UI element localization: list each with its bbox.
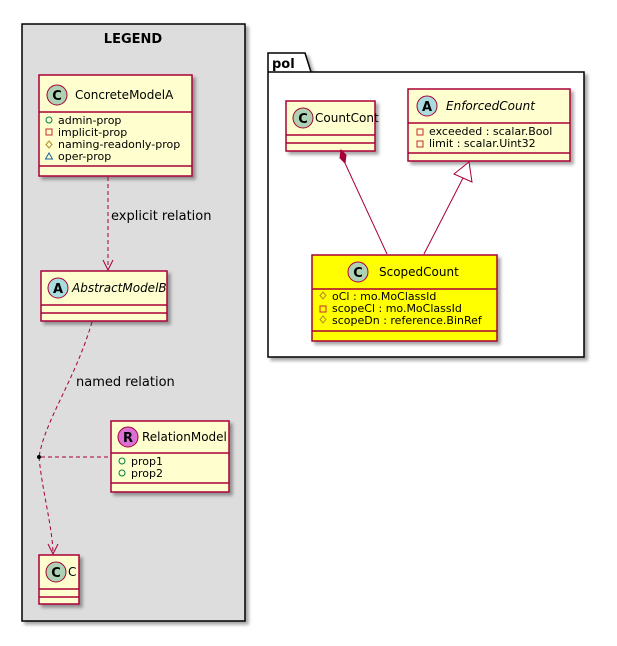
class-c-icon-letter: C <box>52 89 62 104</box>
attribute: oper-prop <box>58 150 111 163</box>
class-c-icon <box>46 84 68 106</box>
composition-diamond-icon <box>339 148 347 165</box>
package-triangle-icon <box>44 152 54 160</box>
edge-named-relation: named relation <box>37 321 175 556</box>
class-c-icon <box>45 561 67 583</box>
attribute: naming-readonly-prop <box>58 138 180 151</box>
class-name: ConcreteModelA <box>75 88 174 102</box>
class-name: ScopedCount <box>379 265 459 279</box>
class-name: RelationModel <box>142 430 227 444</box>
attribute: oCl : mo.MoClassId <box>332 290 436 303</box>
class-c[interactable]: C C <box>38 554 80 605</box>
attribute: admin-prop <box>58 114 121 127</box>
public-circle-icon <box>45 116 53 124</box>
class-name: AbstractModelB <box>71 281 167 295</box>
private-square-icon <box>319 305 327 313</box>
attribute: scopeDn : reference.BinRef <box>332 314 483 327</box>
protected-diamond-icon <box>45 140 53 149</box>
protected-diamond-icon <box>319 291 327 300</box>
private-square-icon <box>416 128 424 136</box>
class-count-cont[interactable]: C CountCont <box>285 100 379 152</box>
abstract-a-icon <box>47 277 69 299</box>
edge-label: named relation <box>76 375 175 390</box>
class-name: CountCont <box>315 111 379 125</box>
abstract-a-icon-letter: A <box>422 100 432 115</box>
private-square-icon <box>45 128 53 136</box>
abstract-a-icon <box>416 95 438 117</box>
protected-diamond-icon <box>319 315 327 324</box>
public-circle-icon <box>118 457 126 465</box>
attribute: implicit-prop <box>58 126 127 139</box>
abstract-a-icon-letter: A <box>53 282 63 297</box>
class-c-icon <box>292 107 314 129</box>
class-scoped-count[interactable]: C ScopedCount oCl : mo.MoClassId scopeCl… <box>311 254 498 342</box>
attribute: prop2 <box>131 467 163 480</box>
legend-title: LEGEND <box>104 32 163 47</box>
edge-inheritance <box>423 161 473 255</box>
relation-r-icon-letter: R <box>123 431 133 446</box>
class-c-icon-letter: C <box>51 566 61 581</box>
attribute: limit : scalar.Uint32 <box>429 137 536 150</box>
class-name: EnforcedCount <box>446 99 536 113</box>
private-square-icon <box>416 140 424 148</box>
class-c-icon-letter: C <box>353 266 363 281</box>
inheritance-triangle-icon <box>453 161 473 183</box>
class-concrete-model-a[interactable]: C ConcreteModelA admin-prop implicit-pro… <box>38 74 193 177</box>
edge-composition <box>339 148 388 255</box>
class-relation-model[interactable]: R RelationModel prop1 prop2 <box>110 420 230 493</box>
class-c-icon <box>347 261 369 283</box>
relation-r-icon <box>117 426 139 448</box>
edge-label: explicit relation <box>111 209 211 224</box>
package-name: pol <box>272 57 295 72</box>
class-abstract-model-b[interactable]: A AbstractModelB <box>40 270 168 322</box>
association-point <box>37 455 41 459</box>
attribute: scopeCl : mo.MoClassId <box>332 302 462 315</box>
class-enforced-count[interactable]: A EnforcedCount exceeded : scalar.Bool l… <box>407 88 571 162</box>
public-circle-icon <box>118 469 126 477</box>
edge-explicit-relation: explicit relation <box>102 177 211 272</box>
class-name: C <box>68 565 76 579</box>
class-c-icon-letter: C <box>298 112 308 127</box>
attribute: exceeded : scalar.Bool <box>429 125 552 138</box>
attribute: prop1 <box>131 455 163 468</box>
